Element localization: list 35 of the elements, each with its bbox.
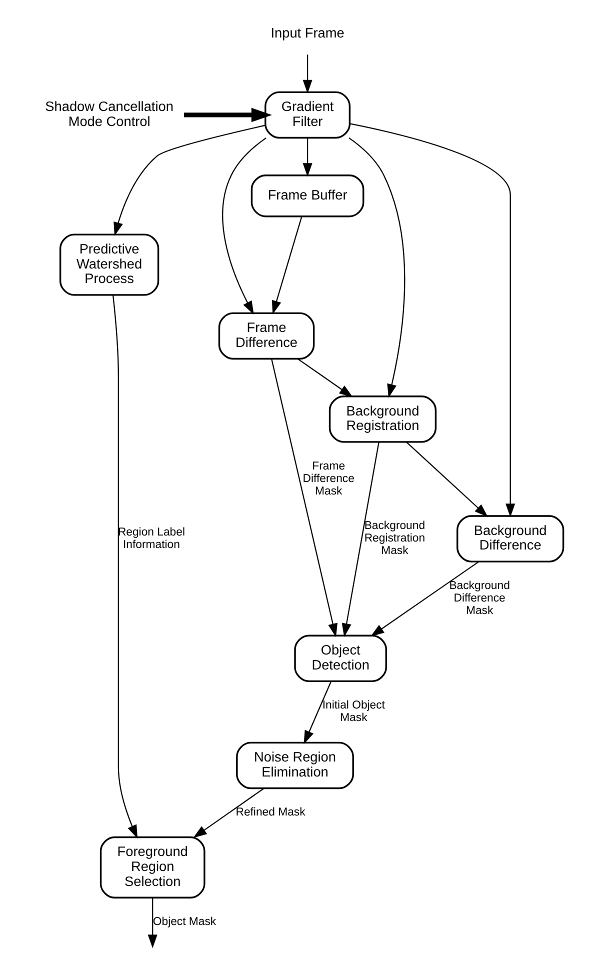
arrow [349, 122, 515, 517]
arrow [302, 138, 312, 176]
node-text: Shadow Cancellation Mode Control [44, 98, 173, 128]
arrow [370, 560, 479, 636]
arrow [271, 216, 302, 314]
node-box: Predictive Watershed Process [58, 233, 159, 296]
arrow [302, 54, 312, 94]
arrow [348, 136, 405, 398]
edge-label: Region Label Information [117, 526, 184, 550]
node-box: Object Detection [294, 634, 386, 682]
node-box: Foreground Region Selection [99, 836, 205, 898]
node-box: Gradient Filter [264, 90, 350, 138]
edge-label: Initial Object Mask [322, 699, 384, 724]
arrow [303, 680, 332, 744]
node-box: Frame Difference [218, 312, 314, 360]
edge-label: Frame Difference Mask [302, 460, 354, 497]
arrow [147, 897, 157, 948]
edge-label: Refined Mask [235, 806, 305, 818]
arrow [296, 358, 352, 397]
arrow [184, 107, 272, 122]
edge-label: Background Difference Mask [448, 579, 510, 616]
arrow [113, 124, 265, 236]
node-box: Noise Region Elimination [236, 741, 354, 789]
node-box: Background Difference [456, 514, 564, 562]
arrow [192, 788, 264, 838]
node-text: Input Frame [270, 25, 344, 40]
node-box: Background Registration [328, 395, 436, 442]
arrow [270, 358, 338, 637]
edge-label: Object Mask [152, 915, 216, 928]
arrow [222, 136, 266, 314]
node-box: Frame Buffer [250, 174, 364, 217]
edge-label: Background Registration Mask [364, 520, 425, 557]
arrow [341, 442, 379, 637]
arrow [406, 441, 488, 517]
arrow [112, 294, 138, 838]
